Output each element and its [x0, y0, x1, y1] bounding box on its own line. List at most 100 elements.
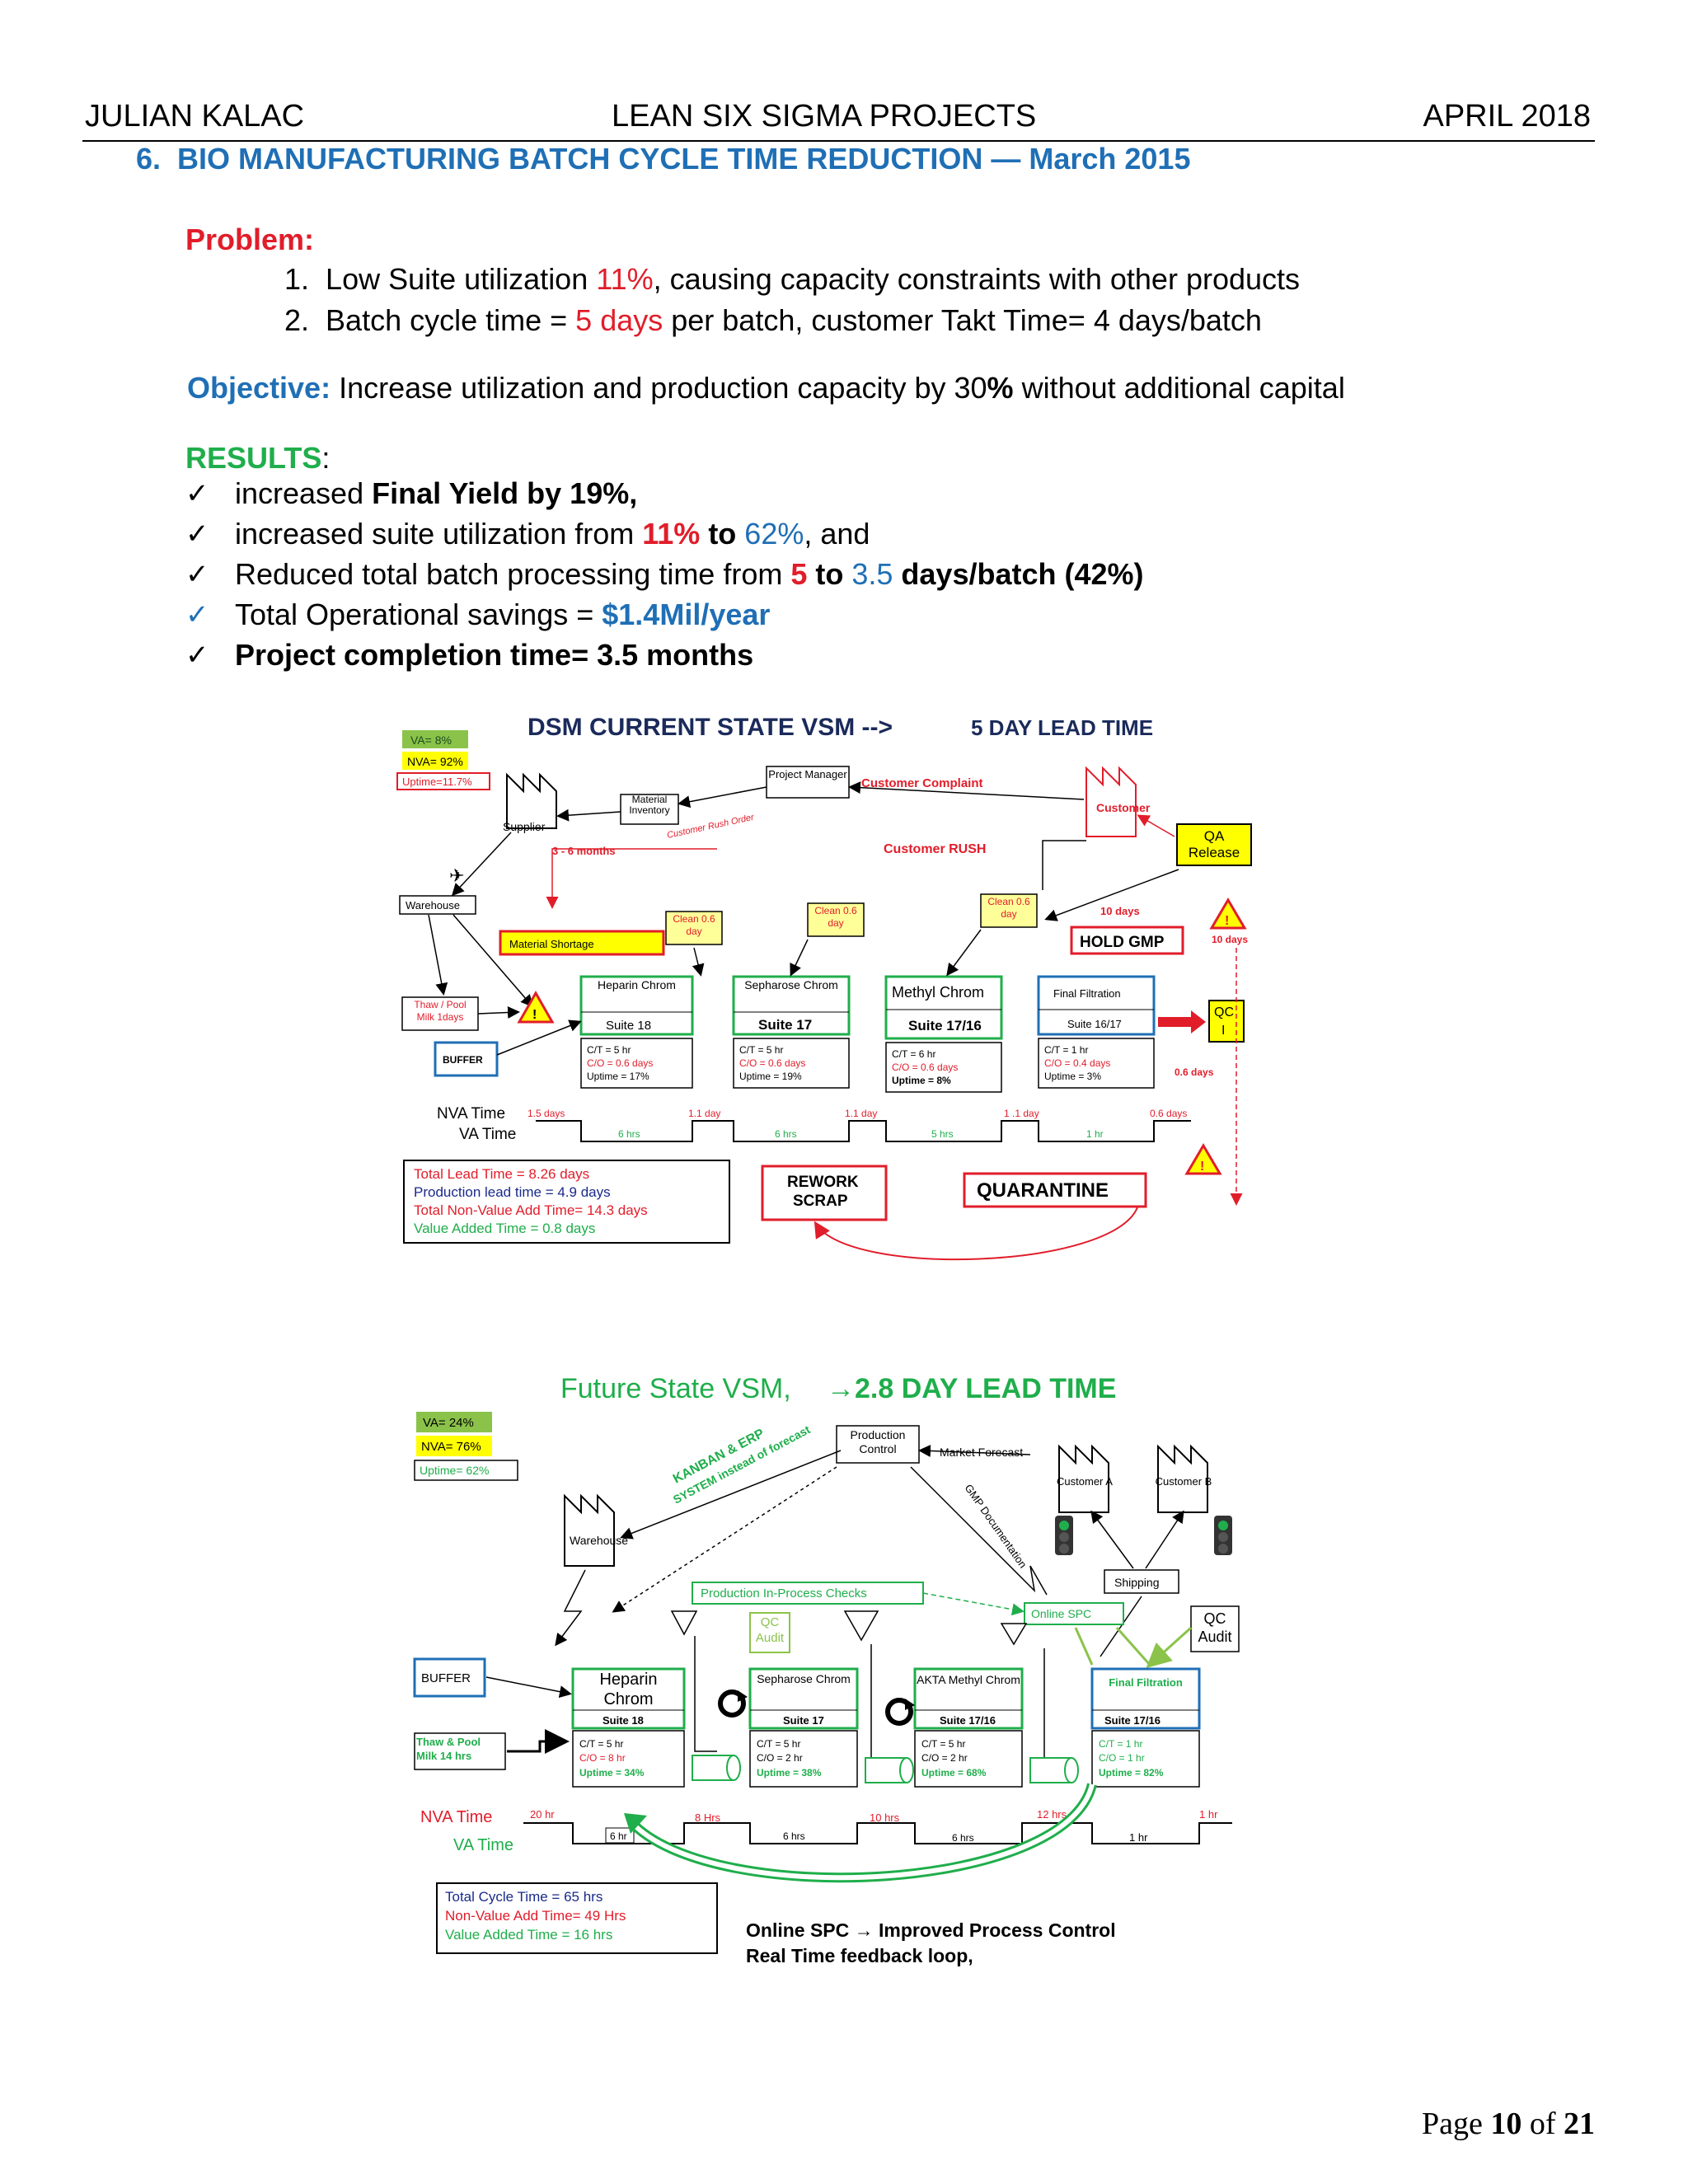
traffic-light-icon	[1055, 1516, 1073, 1555]
material-shortage-box	[499, 930, 665, 956]
online-spc-box	[1024, 1602, 1124, 1625]
process-data-3	[885, 1042, 1002, 1093]
nva-val-2: 8 Hrs	[695, 1811, 721, 1824]
footer-page-word: Page	[1421, 2107, 1491, 2141]
process-suite-4: Suite 17/16	[1104, 1714, 1160, 1727]
cycle-icon	[718, 1690, 748, 1718]
process-name-1: Heparin Chrom	[599, 1671, 658, 1708]
page-footer: Page 10 of 21	[1422, 2106, 1595, 2142]
result-3-post: days/batch (42%)	[893, 557, 1144, 591]
section-number: 6.	[136, 142, 162, 176]
material-inventory-box	[620, 794, 679, 825]
pipc-to-spc-dashed	[922, 1592, 1025, 1616]
clean-box-3	[980, 893, 1038, 928]
process-data-2	[733, 1038, 850, 1089]
problem-text-1: Low Suite utilization	[326, 262, 597, 296]
flow-arrow	[946, 929, 982, 977]
header-rule	[82, 140, 1595, 142]
thaw-arrow	[507, 1729, 570, 1754]
problem-num-1: 1.	[284, 262, 310, 296]
results-heading: RESULTS:	[185, 441, 330, 476]
objective-post: without additional capital	[1013, 371, 1345, 405]
va-val-2: 6 hrs	[775, 1128, 797, 1140]
result-2-text: increased suite utilization from	[235, 517, 643, 551]
qc-audit-box-2	[1190, 1605, 1240, 1652]
section-title: 6. BIO MANUFACTURING BATCH CYCLE TIME RE…	[136, 142, 1190, 176]
customer-to-pm-arrow	[848, 781, 1085, 800]
check-icon: ✓	[185, 518, 209, 550]
qa-to-clean-arrow	[1044, 869, 1179, 921]
process-up-1: Uptime = 17%	[587, 1071, 649, 1082]
problem-text-2: Batch cycle time =	[326, 303, 576, 337]
thaw-arrow	[477, 1006, 520, 1019]
future-vsm-title-suffix: →2.8 DAY LEAD TIME	[827, 1373, 1116, 1404]
uptime-box	[396, 772, 490, 790]
online-spc-label: Online SPC	[1031, 1607, 1091, 1620]
supermarket-line	[870, 1644, 890, 1760]
process-box-3	[884, 975, 1003, 1040]
gmp-doc-line	[910, 1466, 1048, 1596]
pipe-icon	[865, 1757, 914, 1783]
process-suite-2: Suite 17	[758, 1017, 812, 1033]
quarantine-rework-arrow	[814, 1207, 1138, 1261]
qc-audit-box-1	[749, 1612, 790, 1653]
process-co-1: C/O = 0.6 days	[587, 1057, 653, 1069]
result-3-text: Reduced total batch processing time from	[235, 557, 791, 591]
process-suite-2: Suite 17	[783, 1714, 824, 1727]
ship-to-b-arrow	[1145, 1510, 1184, 1569]
ship-to-filtration-line	[1100, 1596, 1142, 1657]
va-badge-bg	[416, 1412, 492, 1432]
process-name-3: AKTA Methyl Chrom	[917, 1673, 1020, 1686]
spc-note-1: Online SPC → Improved Process Control	[746, 1919, 1116, 1941]
header-title: LEAN SIX SIGMA PROJECTS	[612, 99, 1037, 134]
market-forecast-label: Market Forecast	[940, 1446, 1023, 1459]
warning-glyph: !	[1200, 1160, 1204, 1174]
customer-rush-label: Customer RUSH	[884, 842, 986, 856]
objective-pct: %	[987, 371, 1014, 405]
process-up-4: Uptime = 82%	[1099, 1767, 1164, 1779]
result-4-value: $1.4Mil/year	[602, 598, 771, 631]
process-box-1	[571, 1667, 686, 1730]
flow-arrow	[790, 939, 809, 977]
material-shortage-label: Material Shortage	[509, 938, 594, 950]
nva-val-1: 20 hr	[530, 1808, 555, 1821]
process-co-2: C/O = 2 hr	[757, 1752, 803, 1764]
va-time-label: VA Time	[459, 1126, 516, 1143]
inventory-triangle-icon	[670, 1610, 698, 1636]
results-colon: :	[321, 441, 331, 475]
summary-cycle: Total Cycle Time = 65 hrs	[445, 1889, 603, 1905]
process-name-2: Sepharose Chrom	[757, 1672, 851, 1685]
ten-days-label-2: 10 days	[1212, 934, 1248, 945]
rework-scrap-box	[761, 1165, 888, 1221]
pm-to-inventory-arrow	[678, 786, 767, 808]
thaw-box	[414, 1732, 506, 1770]
inventory-triangle-icon	[843, 1610, 879, 1642]
kanban-arrow	[620, 1450, 842, 1540]
supplier-factory-icon	[506, 772, 557, 829]
problem-highlight-1: 11%	[596, 262, 654, 296]
summary-va: Value Added Time = 0.8 days	[414, 1221, 595, 1236]
current-processes: Heparin Chrom Suite 18 C/T = 5 hr C/O = …	[579, 975, 1156, 1093]
qa-release-label: QA Release	[1188, 828, 1240, 860]
result-2-value: 62%	[744, 517, 804, 551]
uptime-badge: Uptime= 62%	[420, 1464, 489, 1477]
process-name-3: Methyl Chrom	[892, 984, 984, 1001]
objective-label: Objective:	[187, 371, 331, 405]
process-data-4	[1091, 1730, 1200, 1788]
process-ct-4: C/T = 1 hr	[1099, 1738, 1142, 1750]
airplane-icon: ✈	[449, 865, 464, 886]
qc-audit-label-2: QC Audit	[1198, 1610, 1232, 1645]
process-up-4: Uptime = 3%	[1044, 1071, 1101, 1082]
months-line	[551, 848, 717, 865]
results-label: RESULTS	[185, 441, 322, 475]
supermarket-line	[1043, 1648, 1059, 1760]
warning-icon	[517, 990, 555, 1024]
va-val-1-box	[605, 1827, 635, 1844]
va-val-3: 5 hrs	[931, 1128, 954, 1140]
process-box-1	[579, 975, 694, 1036]
clean-label-1: Clean 0.6 day	[673, 913, 715, 937]
nva-val-5: 1 hr	[1199, 1808, 1218, 1821]
supermarket-line	[694, 1636, 717, 1752]
problem-heading: Problem:	[185, 223, 315, 256]
process-name-2: Sepharose Chrom	[744, 978, 838, 991]
